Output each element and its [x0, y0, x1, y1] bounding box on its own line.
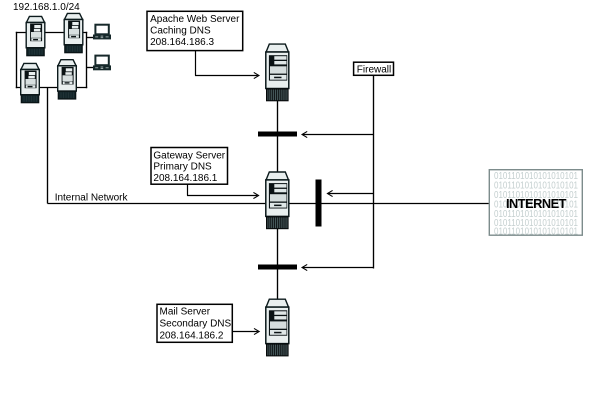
svg-text:0101101010101010101: 0101101010101010101	[494, 218, 578, 229]
svg-text:0101101010101010101: 0101101010101010101	[494, 227, 578, 238]
svg-text:208.164.186.3: 208.164.186.3	[150, 37, 214, 48]
svg-text:0101101010101010101: 0101101010101010101	[494, 199, 578, 210]
svg-text:Gateway Server: Gateway Server	[153, 150, 225, 161]
svg-text:Secondary DNS: Secondary DNS	[160, 319, 232, 330]
svg-text:0101101010101010101: 0101101010101010101	[494, 209, 578, 220]
svg-text:Primary DNS: Primary DNS	[153, 162, 212, 173]
svg-text:208.164.186.1: 208.164.186.1	[153, 173, 217, 184]
svg-text:INTERNET: INTERNET	[506, 196, 567, 211]
svg-text:Firewall: Firewall	[357, 64, 391, 75]
svg-text:192.168.1.0/24: 192.168.1.0/24	[13, 2, 80, 13]
svg-text:208.164.186.2: 208.164.186.2	[160, 330, 224, 341]
svg-text:Mail Server: Mail Server	[160, 307, 211, 318]
svg-text:Caching DNS: Caching DNS	[150, 26, 211, 37]
svg-text:Apache Web Server: Apache Web Server	[150, 14, 240, 25]
svg-text:0101101010101010101: 0101101010101010101	[494, 190, 578, 201]
svg-text:0101101010101010101: 0101101010101010101	[494, 171, 578, 182]
svg-text:0101101010101010101: 0101101010101010101	[494, 181, 578, 192]
svg-text:Internal Network: Internal Network	[55, 193, 129, 204]
